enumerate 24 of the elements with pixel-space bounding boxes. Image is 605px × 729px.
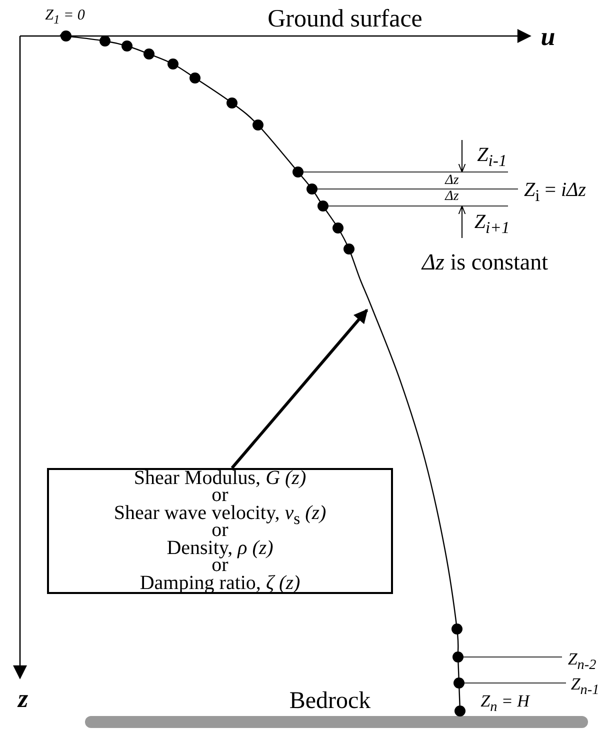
spacing-label: Δz [445, 174, 459, 188]
axis-label: z [18, 686, 28, 712]
spacing-label: Δz [445, 190, 459, 204]
axis-label: u [540, 24, 556, 50]
box-text: or [212, 522, 228, 540]
box-text: Density, ρ (z) [166, 540, 274, 558]
note-text: Δz is constant [422, 250, 548, 274]
box-text: Shear wave velocity, v$_{s}$ (z) [114, 504, 326, 522]
depth-label: Z$_{i-1}$ [477, 145, 507, 165]
depth-label: Z$_{i}$ = iΔz [524, 180, 586, 200]
surface-label: Ground surface [268, 6, 422, 32]
box-text: Shear Modulus, G (z) [134, 470, 306, 488]
depth-label: Z$_{n-2}$ [568, 650, 596, 668]
depth-label: Z$_{i+1}$ [474, 212, 510, 232]
box-text: or [212, 487, 228, 505]
arrow [230, 308, 368, 469]
depth-label: Z$_{n}$ = H [480, 692, 530, 710]
property-box [47, 468, 393, 594]
layer-label: Bedrock [289, 689, 371, 713]
depth-label: Z$_{n-1}$ [570, 676, 600, 692]
profile-curve [359, 278, 426, 460]
depth-label: Z$_{1}$ = 0 [45, 8, 85, 24]
box-text: or [212, 557, 228, 575]
box-text: Damping ratio, ζ (z) [140, 574, 300, 592]
